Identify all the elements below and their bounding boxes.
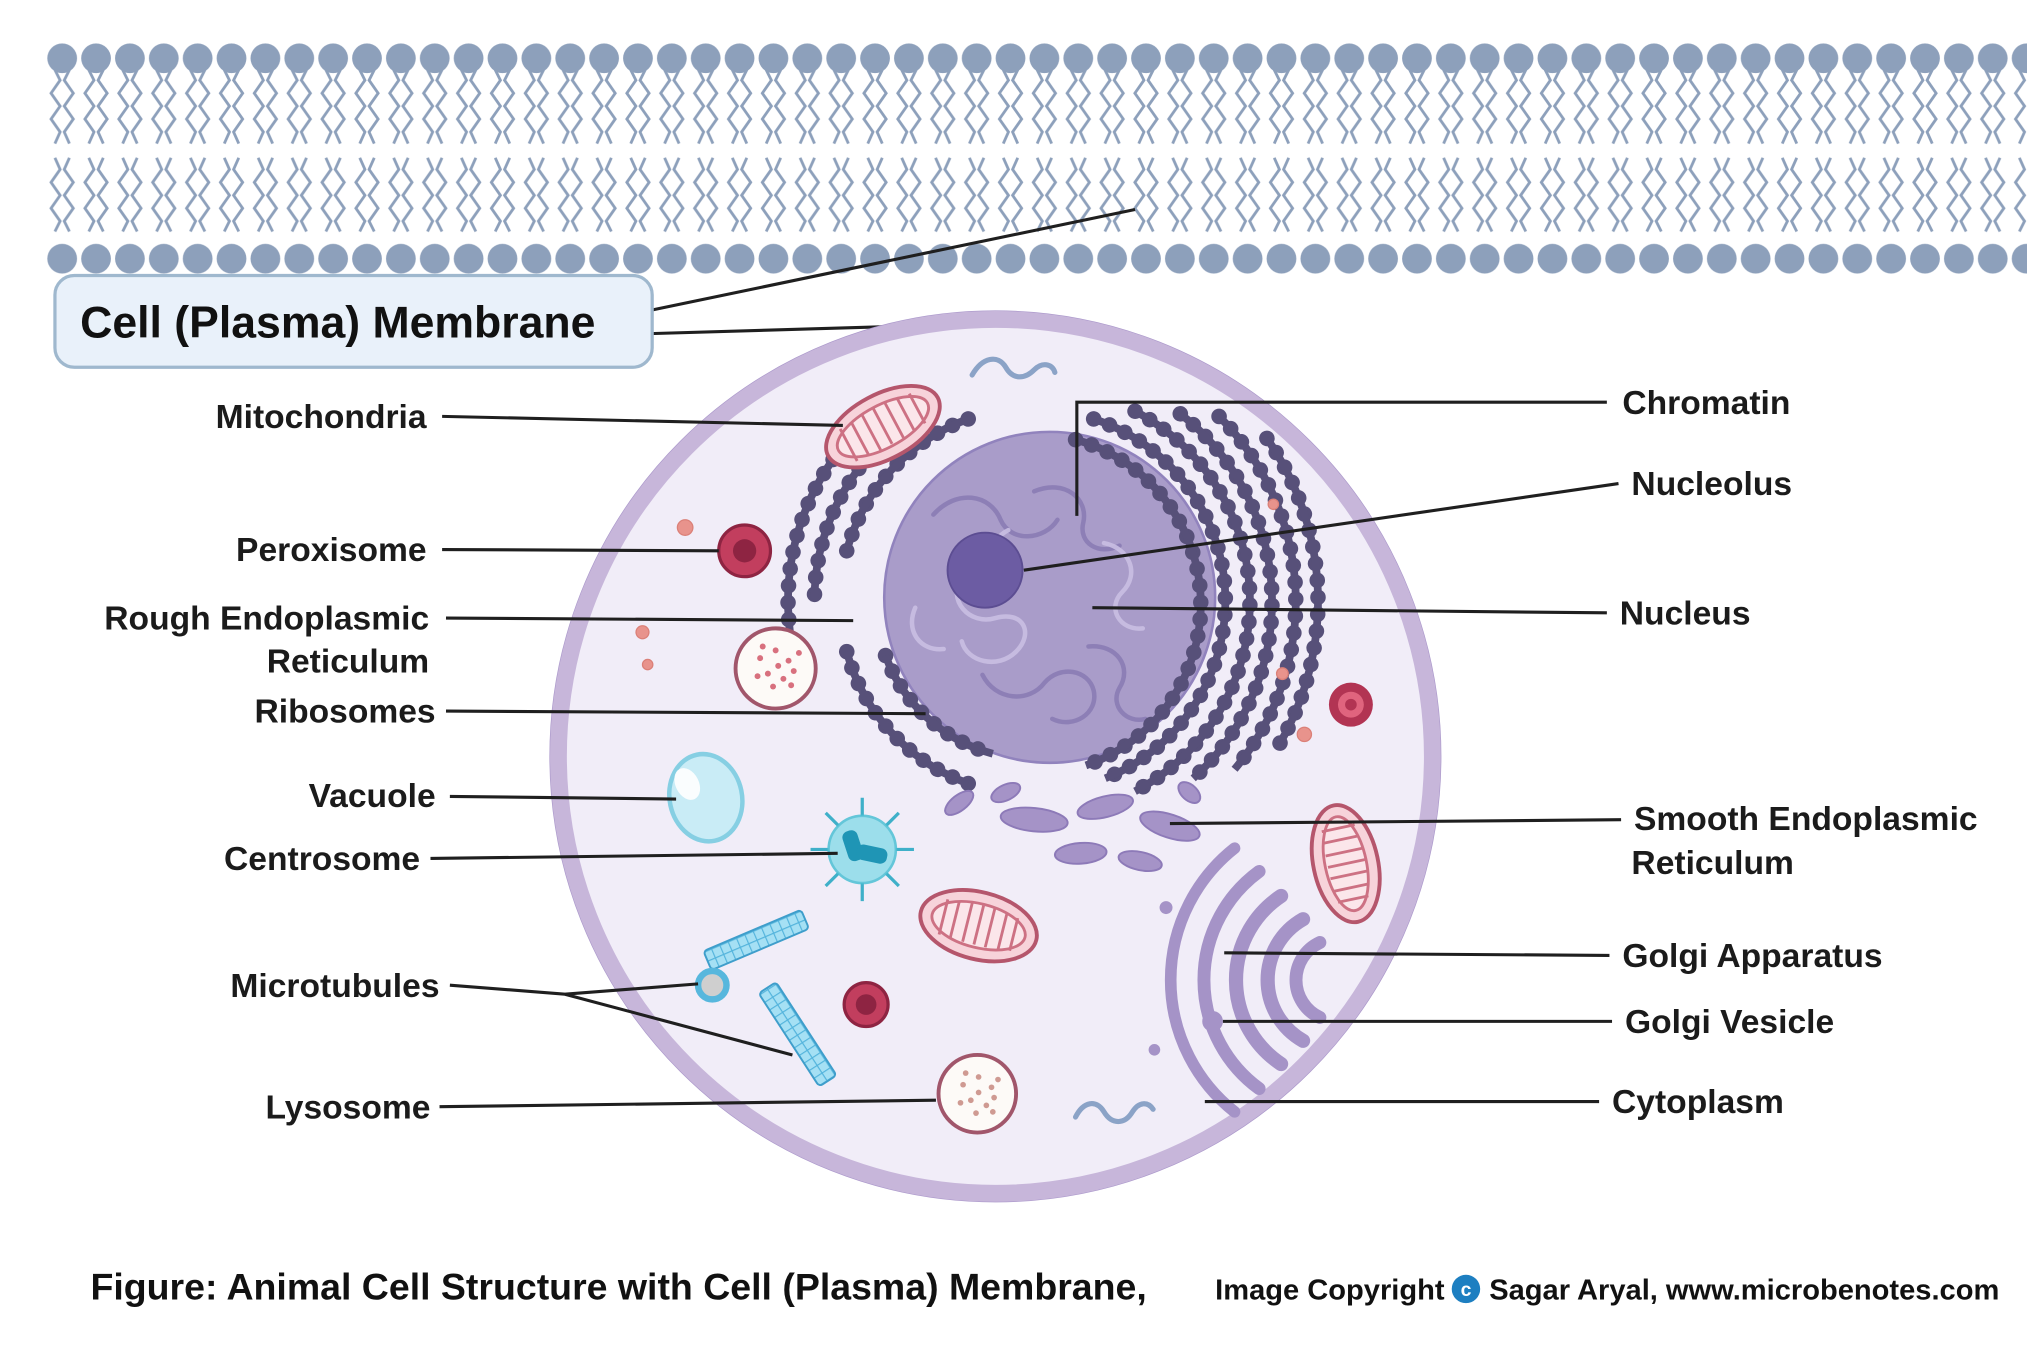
chromatin-leader-line bbox=[1075, 400, 1607, 516]
microtubules-leader-line bbox=[449, 982, 793, 1057]
membrane-label-box-bg bbox=[53, 273, 654, 369]
leader-lines bbox=[430, 400, 1622, 1109]
ribosomes-leader-line bbox=[445, 709, 926, 716]
mitochondria-leader-line bbox=[442, 414, 843, 427]
golgi-vesicle-small bbox=[1159, 901, 1173, 915]
copyright-icon bbox=[1451, 1274, 1481, 1304]
plasma-membrane-bilayer bbox=[45, 15, 2027, 275]
label-microtubules: Microtubules bbox=[230, 968, 439, 1005]
vesicle-red-bottom bbox=[842, 980, 890, 1029]
caption-author-text: Sagar Aryal, www.microbenotes.com bbox=[1489, 1274, 1999, 1306]
chromatin-strands bbox=[909, 485, 1148, 725]
nucleus-leader-line bbox=[1092, 606, 1607, 615]
membrane-label-text: Cell (Plasma) Membrane bbox=[80, 299, 595, 348]
rough-er-leader-line bbox=[445, 616, 854, 623]
centrosome-leader-line bbox=[430, 851, 838, 861]
filament-squiggle-top bbox=[969, 356, 1058, 380]
pointer-to-bilayer bbox=[649, 208, 1136, 312]
golgi-apparatus bbox=[1148, 842, 1327, 1118]
centrosome bbox=[810, 797, 914, 902]
label-cytoplasm: Cytoplasm bbox=[1612, 1084, 1784, 1121]
label-ribosomes: Ribosomes bbox=[254, 694, 435, 731]
label-golgi-vesicle: Golgi Vesicle bbox=[1625, 1004, 1834, 1041]
caption-figure-text: Figure: Animal Cell Structure with Cell … bbox=[90, 1265, 1146, 1307]
label-smooth-er-line1: Smooth Endoplasmic bbox=[1634, 801, 1978, 838]
lysosome-lower bbox=[936, 1053, 1019, 1135]
label-chromatin: Chromatin bbox=[1622, 385, 1790, 422]
label-smooth-er-line2: Reticulum bbox=[1631, 845, 1793, 882]
golgi-apparatus-leader-line bbox=[1224, 951, 1610, 957]
copyright-icon-letter: c bbox=[1461, 1279, 1472, 1301]
centrosome-rays bbox=[810, 797, 914, 902]
animal-cell bbox=[549, 310, 1442, 1203]
nucleolus-leader-line bbox=[1023, 482, 1619, 572]
label-lysosome: Lysosome bbox=[265, 1089, 430, 1126]
vesicle-red-right bbox=[1328, 682, 1373, 727]
label-nucleus: Nucleus bbox=[1620, 595, 1751, 632]
label-peroxisome: Peroxisome bbox=[236, 532, 427, 569]
nucleolus bbox=[946, 531, 1024, 609]
organelle-labels: Mitochondria Peroxisome Rough Endoplasmi… bbox=[104, 385, 1977, 1127]
vacuole-leader-line bbox=[449, 794, 677, 801]
smooth-er-leader-line bbox=[1169, 818, 1622, 826]
vacuole bbox=[667, 751, 745, 844]
filament-squiggle-bottom bbox=[1072, 1101, 1156, 1125]
peroxisome bbox=[717, 523, 773, 579]
label-mitochondria: Mitochondria bbox=[216, 399, 427, 436]
lysosome-upper bbox=[733, 626, 818, 711]
microtubule-rod-upper bbox=[703, 909, 809, 970]
label-nucleolus: Nucleolus bbox=[1631, 466, 1792, 503]
label-rough-er-line1: Rough Endoplasmic bbox=[104, 601, 429, 638]
lysosome-leader-line bbox=[439, 1098, 936, 1109]
label-vacuole: Vacuole bbox=[309, 778, 436, 815]
label-rough-er-line2: Reticulum bbox=[267, 643, 429, 680]
smooth-endoplasmic-reticulum bbox=[944, 781, 1202, 872]
peroxisome-leader-line bbox=[442, 547, 719, 553]
membrane-label-box: Cell (Plasma) Membrane bbox=[53, 273, 654, 369]
microtubule-cross-section bbox=[694, 967, 730, 1003]
label-golgi-apparatus: Golgi Apparatus bbox=[1622, 938, 1882, 975]
caption-copyright-text: Image Copyright bbox=[1215, 1274, 1445, 1306]
golgi-vesicle-small bbox=[1148, 1043, 1161, 1056]
centriole bbox=[856, 844, 888, 864]
nucleus bbox=[882, 430, 1217, 765]
mitochondrion-middle bbox=[918, 888, 1039, 964]
nucleus-body bbox=[882, 430, 1217, 765]
label-centrosome: Centrosome bbox=[224, 841, 420, 878]
microtubule-rod-lower bbox=[759, 982, 837, 1087]
figure-caption: Figure: Animal Cell Structure with Cell … bbox=[90, 1265, 1999, 1307]
mitochondrion-right bbox=[1309, 803, 1382, 925]
cytoplasm-vesicle-dots bbox=[635, 498, 1313, 743]
golgi-vesicle bbox=[1202, 1011, 1223, 1032]
mitochondrion-top bbox=[824, 383, 942, 470]
